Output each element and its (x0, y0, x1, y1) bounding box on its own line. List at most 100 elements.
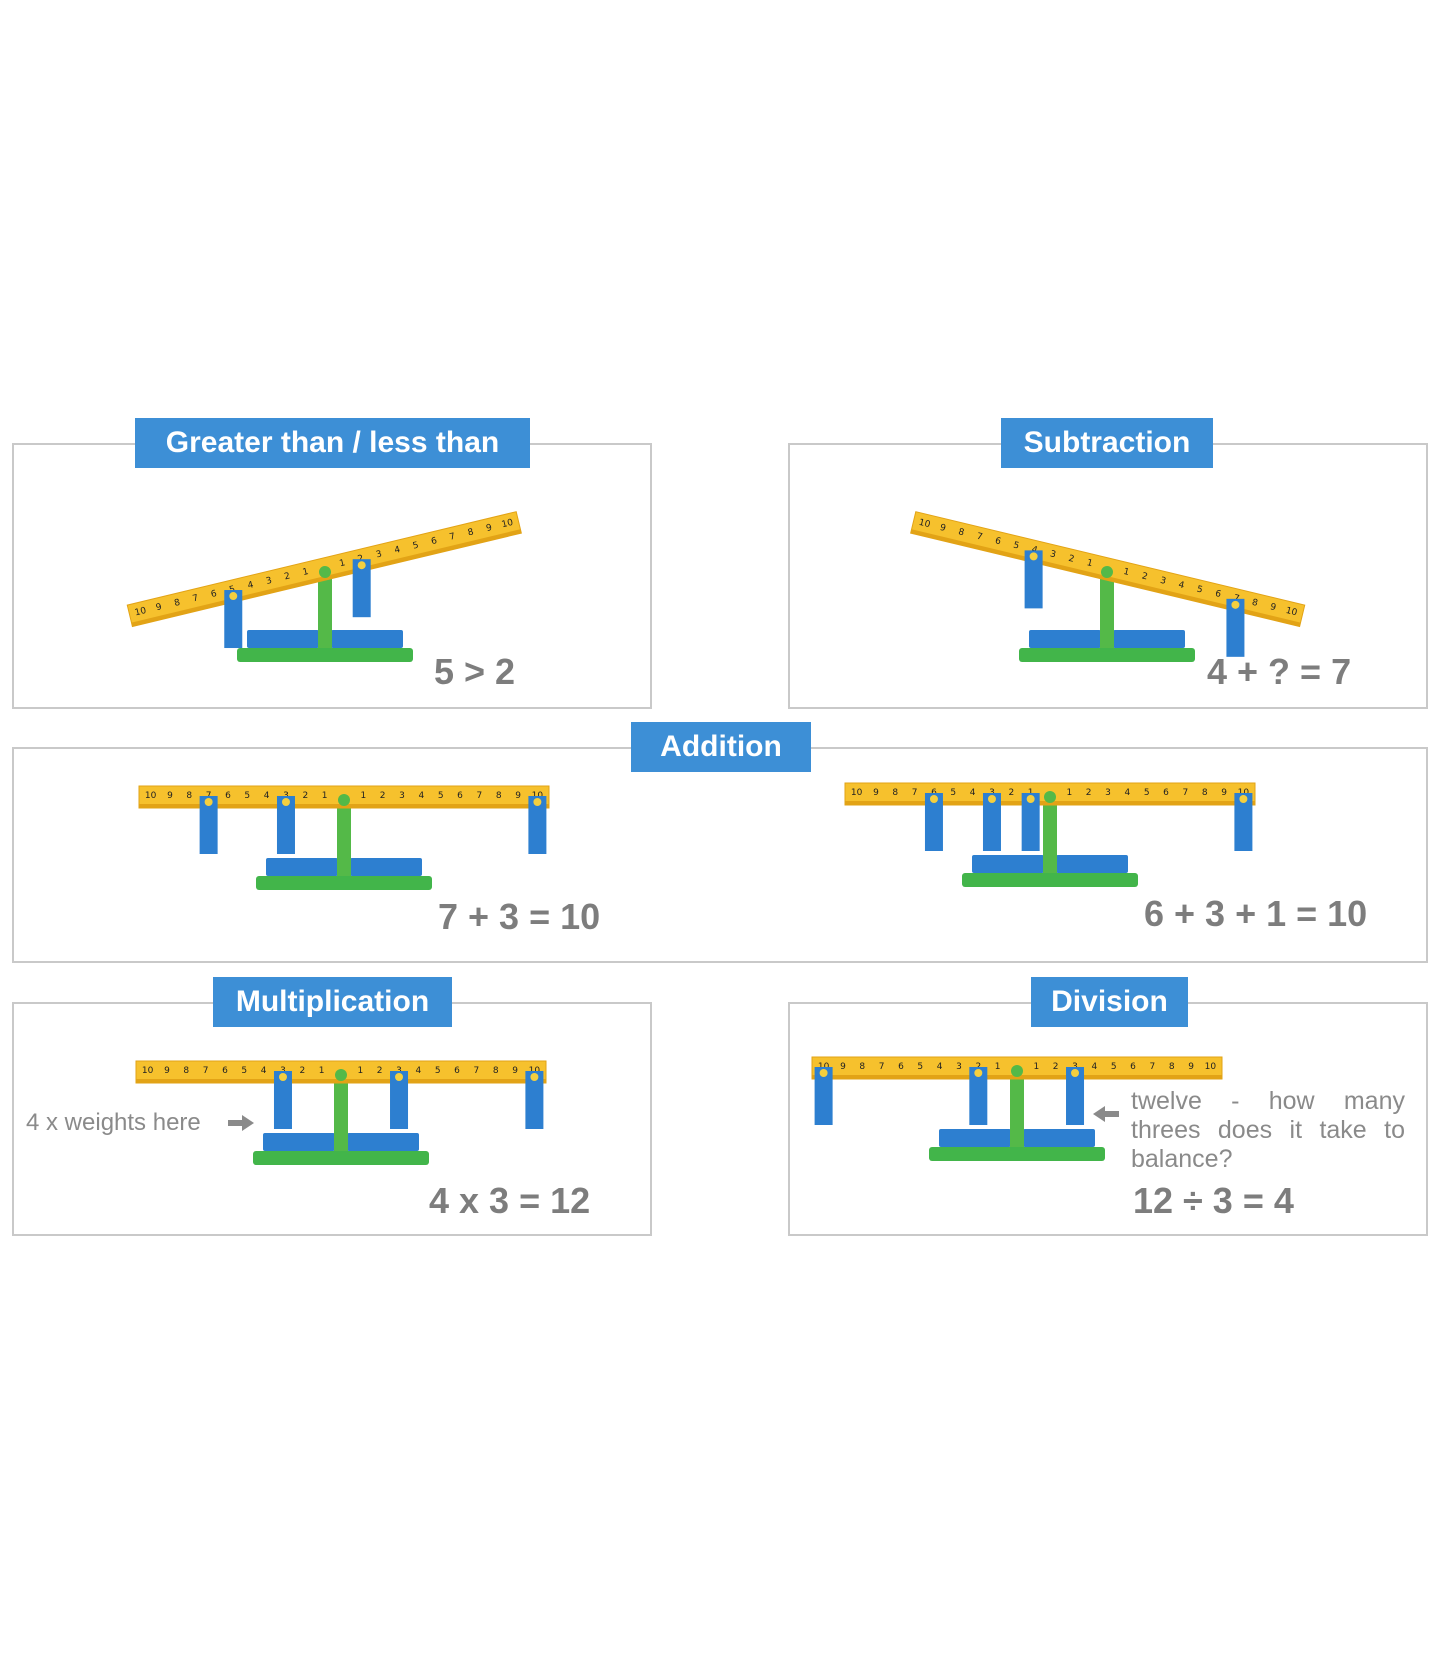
hanging-weight (525, 1071, 544, 1129)
equation-greater-less: 5 > 2 (434, 651, 516, 692)
beam-tick-label: 2 (1067, 554, 1075, 565)
weight-peg (530, 1073, 539, 1081)
beam-tick-label: 5 (241, 1066, 247, 1076)
hanging-weight (390, 1071, 409, 1129)
scale-beam: 1098765432112345678910 (910, 511, 1306, 628)
beam-tick-label: 8 (892, 788, 898, 798)
beam-tick-label: 6 (222, 1066, 228, 1076)
pivot (1101, 566, 1113, 578)
beam-tick-label: 9 (485, 523, 493, 534)
beam-tick-label: 5 (244, 791, 250, 801)
weight-peg (357, 561, 366, 570)
beam-tick-label: 1 (1122, 567, 1130, 578)
beam-tick-label: 7 (1183, 788, 1189, 798)
hanging-weight (276, 796, 295, 854)
stored-weights-right (1023, 1129, 1095, 1147)
beam-tick-label: 8 (1251, 598, 1259, 609)
label-multiplication: Multiplication (213, 977, 452, 1027)
hanging-weight (1226, 598, 1245, 657)
scale-post (318, 566, 332, 648)
scale-base (256, 876, 432, 890)
weight-peg (204, 798, 213, 806)
beam-tick-label: 5 (438, 791, 444, 801)
beam-tick-label: 4 (261, 1066, 267, 1076)
beam-tick-label: 8 (183, 1066, 189, 1076)
weight-peg (987, 795, 996, 803)
beam-tick-label: 10 (134, 606, 148, 618)
beam-tick-label: 4 (418, 791, 424, 801)
beam-tick-label: 8 (957, 527, 965, 538)
beam-tick-label: 5 (435, 1066, 441, 1076)
beam-tick-label: 6 (430, 536, 438, 547)
label-division: Division (1031, 977, 1188, 1027)
hanging-weight (352, 559, 371, 618)
beam-tick-label: 9 (873, 788, 879, 798)
beam-tick-label: 2 (283, 571, 291, 582)
weight-peg (281, 798, 290, 806)
weight-peg (974, 1069, 983, 1077)
beam-tick-label: 7 (879, 1062, 885, 1072)
stored-weights-left (247, 630, 319, 648)
scale-post (1010, 1065, 1024, 1147)
pivot (1011, 1065, 1023, 1077)
panel-multiplication (12, 1002, 652, 1236)
beam-tick-label: 2 (1086, 788, 1092, 798)
beam-tick-label: 5 (412, 541, 420, 552)
beam-tick-label: 4 (1091, 1062, 1097, 1072)
beam-tick-label: 1 (338, 558, 346, 569)
equation-division: 12 ÷ 3 = 4 (1133, 1180, 1294, 1221)
hanging-weight (982, 793, 1001, 851)
scale-post (337, 794, 351, 876)
beam-tick-label: 9 (167, 791, 173, 801)
weight-peg (1239, 795, 1248, 803)
scale-base (253, 1151, 429, 1165)
beam-tick-label: 5 (950, 788, 956, 798)
beam-tick-label: 4 (970, 788, 976, 798)
scale-base (237, 648, 413, 662)
division-note: twelve - how many threes does it take to… (1131, 1087, 1405, 1173)
beam-tick-label: 6 (454, 1066, 460, 1076)
beam-tick-label: 5 (1111, 1062, 1117, 1072)
beam-tick-label: 3 (265, 576, 273, 587)
stored-weights-right (331, 630, 403, 648)
beam-tick-label: 1 (995, 1062, 1001, 1072)
beam-tick-label: 9 (1188, 1062, 1194, 1072)
beam-tick-label: 4 (247, 580, 255, 591)
beam-tick-label: 5 (1196, 585, 1204, 596)
stored-weights-right (1113, 630, 1185, 648)
beam-tick-label: 8 (496, 791, 502, 801)
hanging-weight (814, 1067, 833, 1125)
scale-post (1100, 566, 1114, 648)
scale-base (1019, 648, 1195, 662)
weight-peg (1071, 1069, 1080, 1077)
beam-tick-label: 3 (956, 1062, 962, 1072)
beam-tick-label: 10 (142, 1066, 154, 1076)
beam-tick-label: 2 (377, 1066, 383, 1076)
label-subtraction: Subtraction (1001, 418, 1213, 468)
beam-tick-label: 7 (203, 1066, 209, 1076)
scale-post (1043, 791, 1057, 873)
beam-tick-label: 8 (186, 791, 192, 801)
weight-peg (1231, 600, 1240, 609)
weight-peg (229, 592, 238, 601)
beam-tick-label: 1 (322, 791, 328, 801)
beam-tick-label: 8 (173, 598, 181, 609)
stored-weights-left (266, 858, 338, 876)
beam-tick-label: 1 (360, 791, 366, 801)
weight-peg (1026, 795, 1035, 803)
scale-base (929, 1147, 1105, 1161)
weight-peg (819, 1069, 828, 1077)
beam-tick-label: 10 (145, 791, 157, 801)
beam-tick-label: 7 (912, 788, 918, 798)
beam-tick-label: 5 (917, 1062, 923, 1072)
beam-tick-label: 6 (225, 791, 231, 801)
beam-tick-label: 1 (319, 1066, 325, 1076)
beam-tick-label: 9 (840, 1062, 846, 1072)
multiplication-note: 4 x weights here (26, 1109, 201, 1136)
beam-tick-label: 10 (1205, 1062, 1217, 1072)
hanging-weight (924, 793, 943, 851)
weight-peg (395, 1073, 404, 1081)
beam-tick-label: 4 (393, 545, 401, 556)
beam-tick-label: 2 (1141, 571, 1149, 582)
